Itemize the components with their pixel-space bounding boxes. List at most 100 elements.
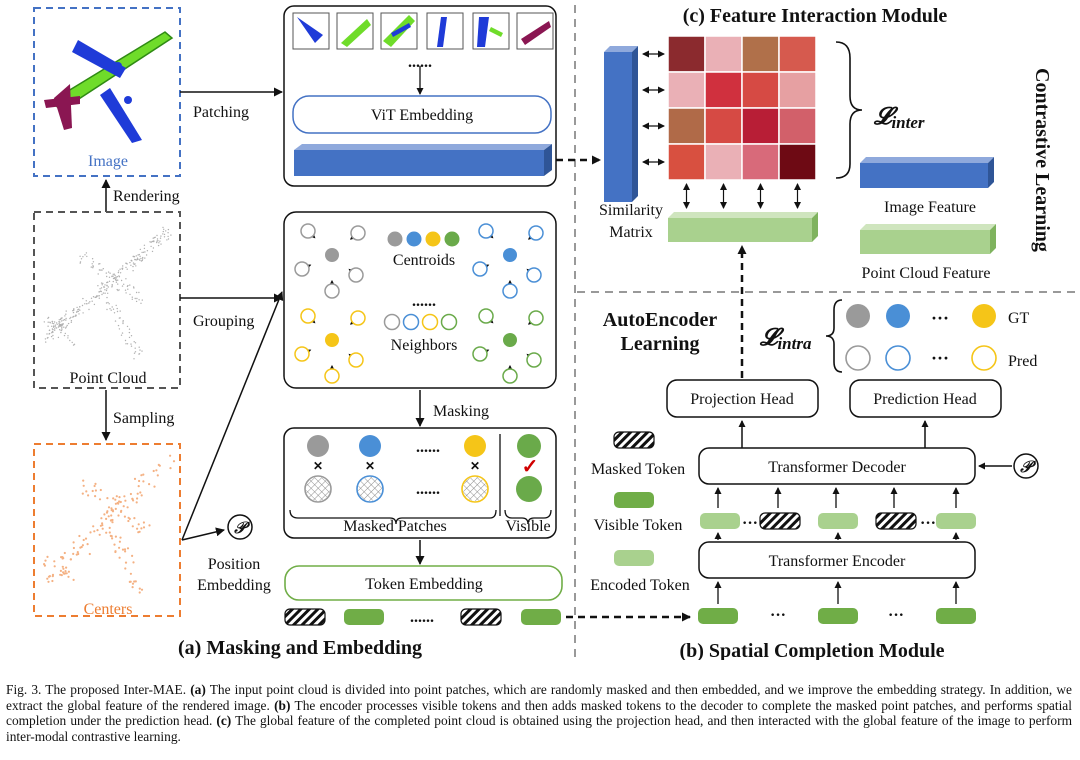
point-dot bbox=[53, 325, 55, 327]
enc-dots-1: ··· bbox=[770, 607, 786, 624]
point-dot bbox=[78, 308, 80, 310]
enc-dots-2: ··· bbox=[888, 607, 904, 624]
point-dot bbox=[107, 301, 109, 304]
point-dot bbox=[153, 240, 155, 242]
point-dot bbox=[112, 308, 115, 310]
center-dot bbox=[117, 502, 120, 505]
point-dot bbox=[61, 327, 63, 329]
point-dot bbox=[79, 262, 81, 264]
point-dot bbox=[56, 323, 58, 325]
similarity-cell bbox=[778, 35, 817, 73]
center-dot bbox=[48, 575, 52, 578]
caption-a-tag: (a) bbox=[190, 682, 206, 697]
point-dot bbox=[115, 281, 118, 283]
point-dot bbox=[61, 317, 63, 319]
center-dot bbox=[80, 545, 83, 549]
center-dot bbox=[124, 550, 127, 553]
image-patch bbox=[380, 12, 418, 50]
center-dot bbox=[129, 492, 132, 496]
caption-intro: The proposed Inter-MAE. bbox=[41, 682, 191, 697]
image-feature-bar bbox=[294, 144, 552, 176]
point-dot bbox=[138, 258, 140, 260]
point-dot bbox=[60, 331, 62, 334]
center-dot bbox=[133, 477, 137, 480]
l-intra-subscript: intra bbox=[777, 334, 812, 353]
patch-shape-accent bbox=[391, 23, 411, 37]
point-dot bbox=[111, 306, 113, 308]
point-dot bbox=[105, 302, 108, 304]
point-dot bbox=[86, 255, 88, 258]
point-dot bbox=[51, 320, 54, 323]
center-dot bbox=[129, 572, 132, 575]
center-dot bbox=[101, 524, 104, 527]
point-dot bbox=[106, 285, 108, 287]
point-dot bbox=[76, 310, 78, 313]
point-dot bbox=[117, 289, 119, 292]
point-dot bbox=[118, 289, 120, 291]
center-dot bbox=[93, 530, 96, 533]
point-dot bbox=[63, 319, 66, 321]
point-dot bbox=[58, 325, 60, 327]
point-dot bbox=[45, 341, 47, 343]
point-dot bbox=[105, 289, 108, 292]
l-intra-loss: 𝓛intra bbox=[759, 325, 812, 353]
point-dot bbox=[81, 304, 84, 307]
point-dot bbox=[137, 254, 139, 256]
point-dot bbox=[118, 275, 120, 277]
transformer-decoder-label: Transformer Decoder bbox=[768, 459, 906, 476]
point-dot bbox=[117, 283, 119, 285]
gt-point bbox=[886, 304, 910, 328]
position-embedding-line1: Position bbox=[208, 556, 260, 573]
point-dot bbox=[119, 310, 121, 312]
point-dot bbox=[88, 302, 90, 304]
point-dot bbox=[130, 264, 132, 266]
patch-shape bbox=[521, 21, 551, 45]
point-dot bbox=[82, 297, 84, 300]
point-dot bbox=[65, 313, 67, 315]
center-dot bbox=[93, 484, 96, 488]
encoder-visible-token bbox=[818, 608, 858, 624]
similarity-cell bbox=[741, 107, 780, 145]
point-dot bbox=[126, 263, 128, 265]
point-dot bbox=[159, 240, 161, 242]
center-dot bbox=[100, 517, 103, 520]
neighbor-legend-dot bbox=[421, 313, 439, 331]
center-dot bbox=[44, 559, 47, 562]
pred-point bbox=[845, 345, 871, 371]
point-dot bbox=[92, 296, 95, 298]
encoded-token-legend-label: Encoded Token bbox=[590, 577, 689, 594]
point-dot bbox=[125, 262, 127, 264]
neighbor-point bbox=[294, 346, 310, 362]
center-dot bbox=[126, 506, 129, 509]
point-dot bbox=[160, 243, 162, 245]
center-dot bbox=[87, 494, 90, 497]
point-dot bbox=[49, 322, 51, 324]
point-dot bbox=[116, 310, 119, 313]
point-dot bbox=[80, 258, 83, 260]
point-dot bbox=[47, 321, 49, 323]
center-dot bbox=[94, 482, 97, 485]
center-dot bbox=[118, 500, 121, 503]
point-dot bbox=[72, 315, 75, 318]
point-dot bbox=[92, 267, 94, 269]
center-dot bbox=[65, 566, 68, 569]
point-dot bbox=[112, 275, 114, 277]
point-dot bbox=[101, 293, 103, 296]
center-dot bbox=[110, 509, 113, 512]
similarity-matrix bbox=[667, 35, 817, 181]
point-dot bbox=[62, 323, 64, 326]
centroid-point bbox=[503, 248, 517, 262]
token-embedding-box bbox=[284, 565, 563, 601]
point-dot bbox=[167, 235, 169, 238]
decoder-p-circle bbox=[1013, 453, 1039, 479]
image-feature-vertical-bar bbox=[604, 46, 638, 202]
point-dot bbox=[120, 279, 123, 282]
point-dot bbox=[142, 256, 144, 259]
point-dot bbox=[78, 313, 80, 315]
center-dot bbox=[89, 531, 92, 534]
point-dot bbox=[48, 329, 51, 331]
center-dot bbox=[114, 502, 117, 505]
point-dot bbox=[79, 309, 81, 311]
center-dot bbox=[62, 567, 65, 570]
center-dot bbox=[133, 580, 136, 583]
